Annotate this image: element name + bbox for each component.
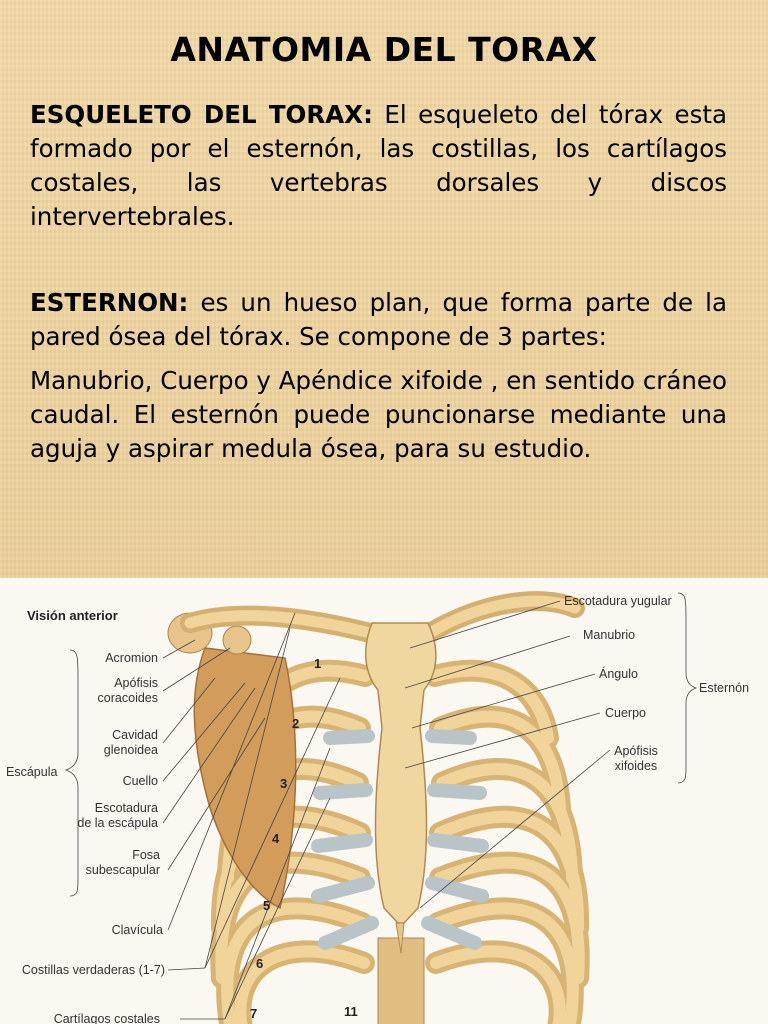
label-cartilagos-costales: Cartílagos costales — [53, 1012, 160, 1024]
thorax-anatomy-figure: 1 2 3 4 5 6 7 11 Visión anterior Acromio… — [0, 578, 768, 1024]
label-esternon: Esternón — [699, 681, 750, 695]
sternum-shape — [365, 622, 437, 924]
label-coracoides: Apófisis coracoides — [97, 676, 158, 705]
label-escotadura-yugular: Escotadura yugular — [564, 594, 672, 608]
label-cuello: Cuello — [122, 774, 158, 788]
rib-number-7: 7 — [250, 1006, 257, 1021]
heading-esqueleto: ESQUELETO DEL TORAX: — [30, 100, 373, 129]
label-apofisis-xifoides: Apófisis xifoides — [614, 744, 658, 773]
rib-number-11: 11 — [344, 1004, 358, 1019]
rib-number-4: 4 — [272, 831, 280, 846]
rib-number-6: 6 — [256, 956, 263, 971]
label-glenoidea: Cavidad glenoidea — [103, 728, 158, 757]
label-costillas-verdaderas: Costillas verdaderas (1-7) — [21, 963, 165, 977]
paragraph-esternon: ESTERNON: es un hueso plan, que forma pa… — [30, 286, 727, 354]
view-title: Visión anterior — [27, 608, 118, 623]
label-acromion: Acromion — [105, 651, 158, 665]
label-cuerpo: Cuerpo — [605, 706, 646, 720]
rib-number-1: 1 — [314, 656, 321, 671]
rib-number-5: 5 — [263, 898, 270, 913]
label-fosa-subescapular: Fosa subescapular — [85, 848, 160, 877]
label-angulo: Ángulo — [599, 667, 638, 681]
label-clavicula: Clavícula — [111, 923, 163, 937]
paragraph-esqueleto: ESQUELETO DEL TORAX: El esqueleto del tó… — [30, 98, 727, 234]
heading-esternon: ESTERNON: — [30, 288, 189, 317]
thorax-illustration: 1 2 3 4 5 6 7 11 — [64, 591, 698, 1024]
slide-title: ANATOMIA DEL TORAX — [170, 30, 598, 69]
label-manubrio: Manubrio — [583, 628, 636, 642]
label-escapula: Escápula — [6, 765, 58, 779]
rib-number-2: 2 — [292, 716, 299, 731]
label-escotadura-escapula: Escotadura de la escápula — [77, 801, 158, 830]
rib-number-group: 1 2 3 4 5 6 7 11 — [250, 656, 358, 1021]
rib-number-3: 3 — [280, 776, 287, 791]
text-esqueleto: El esqueleto del tórax esta formado por … — [30, 100, 727, 231]
slide-text-area: ANATOMIA DEL TORAX ESQUELETO DEL TORAX: … — [0, 0, 768, 578]
paragraph-partes: Manubrio, Cuerpo y Apéndice xifoide , en… — [30, 366, 727, 463]
text-esternon: es un hueso plan, que forma parte de la … — [30, 288, 727, 351]
leader-lines — [64, 592, 698, 1020]
